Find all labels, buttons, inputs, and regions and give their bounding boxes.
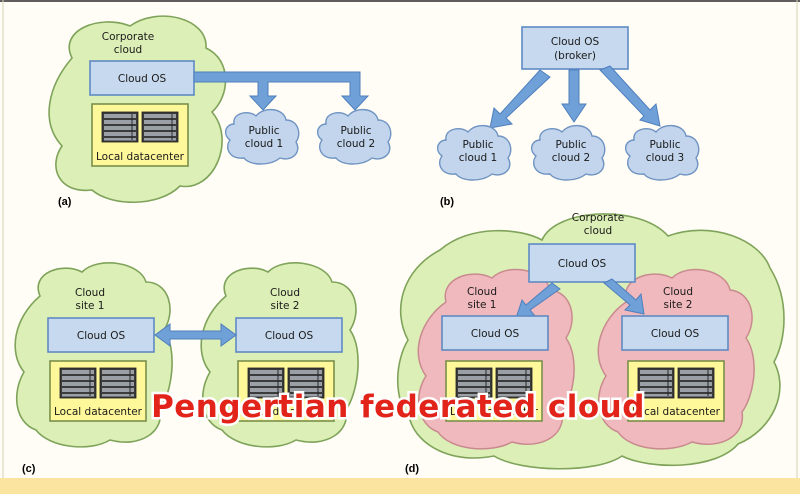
- c-datacenter-2-label: Local datacenter: [242, 406, 331, 418]
- datacenter-label: Local datacenter: [96, 151, 185, 163]
- panel-d-tag: (d): [405, 463, 419, 475]
- d-site2-l1: Cloud: [663, 286, 693, 298]
- d-cloud-os-2-label: Cloud OS: [651, 328, 700, 340]
- b-broker-l1: Cloud OS: [551, 36, 600, 48]
- watermark-title: Pengertian federated cloud: [151, 389, 645, 425]
- c-site1-l1: Cloud: [75, 287, 105, 299]
- public-cloud-1-shape: [436, 125, 512, 181]
- panel-a-tag: (a): [58, 196, 72, 208]
- a-pc2-l1: Public: [340, 125, 371, 137]
- bidirectional-arrow: [154, 323, 237, 347]
- arrow-to-public-cloud-2: [561, 69, 587, 123]
- public-cloud-1-shape: [224, 109, 300, 165]
- c-cloud-os-1-label: Cloud OS: [77, 330, 126, 342]
- c-site1-l2: site 1: [76, 300, 105, 312]
- bottom-bar: [0, 478, 800, 494]
- d-cloud-os-1-label: Cloud OS: [471, 328, 520, 340]
- panel-b-tag: (b): [440, 196, 454, 208]
- corporate-cloud-label-l1: Corporate: [102, 31, 155, 43]
- b-pc1-l2: cloud 1: [459, 152, 497, 164]
- public-cloud-2-shape: [316, 109, 392, 165]
- b-pc3-l1: Public: [649, 139, 680, 151]
- d-site2-l2: site 2: [664, 299, 693, 311]
- corporate-cloud-label-l2: cloud: [114, 44, 142, 56]
- b-pc3-l2: cloud 3: [646, 152, 684, 164]
- d-cloud-os-top-label: Cloud OS: [558, 258, 607, 270]
- d-site1-l1: Cloud: [467, 286, 497, 298]
- c-site2-l2: site 2: [271, 300, 300, 312]
- a-pc1-l2: cloud 1: [245, 138, 283, 150]
- arrow-to-public-cloud-3: [599, 65, 661, 127]
- broker-label: Cloud OS (broker): [551, 36, 600, 62]
- c-datacenter-1-label: Local datacenter: [54, 406, 143, 418]
- d-corp-l1: Corporate: [572, 212, 625, 224]
- d-site1-l2: site 1: [468, 299, 497, 311]
- panel-c-tag: (c): [22, 463, 36, 475]
- d-cloud-os-2-box: [621, 315, 729, 351]
- c-cloud-os-2-box: [235, 317, 343, 353]
- d-datacenter-1-label: Local datacenter: [450, 406, 539, 418]
- public-cloud-2-shape: [530, 125, 606, 181]
- d-arrow-to-site-2: [603, 278, 645, 315]
- d-cloud-os-top-box: [528, 243, 636, 283]
- d-datacenter-2-label: Local datacenter: [632, 406, 721, 418]
- a-pc1-l1: Public: [248, 125, 279, 137]
- arrow-to-public-clouds: [193, 71, 370, 111]
- c-site2-l1: Cloud: [270, 287, 300, 299]
- b-pc1-l1: Public: [462, 139, 493, 151]
- arrow-to-public-cloud-1: [489, 69, 551, 129]
- b-pc2-l1: Public: [555, 139, 586, 151]
- a-pc2-l2: cloud 2: [337, 138, 375, 150]
- cloud-os-label: Cloud OS: [118, 73, 167, 85]
- d-corp-l2: cloud: [584, 225, 612, 237]
- public-cloud-3-shape: [624, 125, 700, 181]
- broker-box: [521, 26, 629, 70]
- c-cloud-os-2-label: Cloud OS: [265, 330, 314, 342]
- d-cloud-os-1-box: [441, 315, 549, 351]
- b-pc2-l2: cloud 2: [552, 152, 590, 164]
- c-cloud-os-1-box: [47, 317, 155, 353]
- b-broker-l2: (broker): [554, 50, 596, 62]
